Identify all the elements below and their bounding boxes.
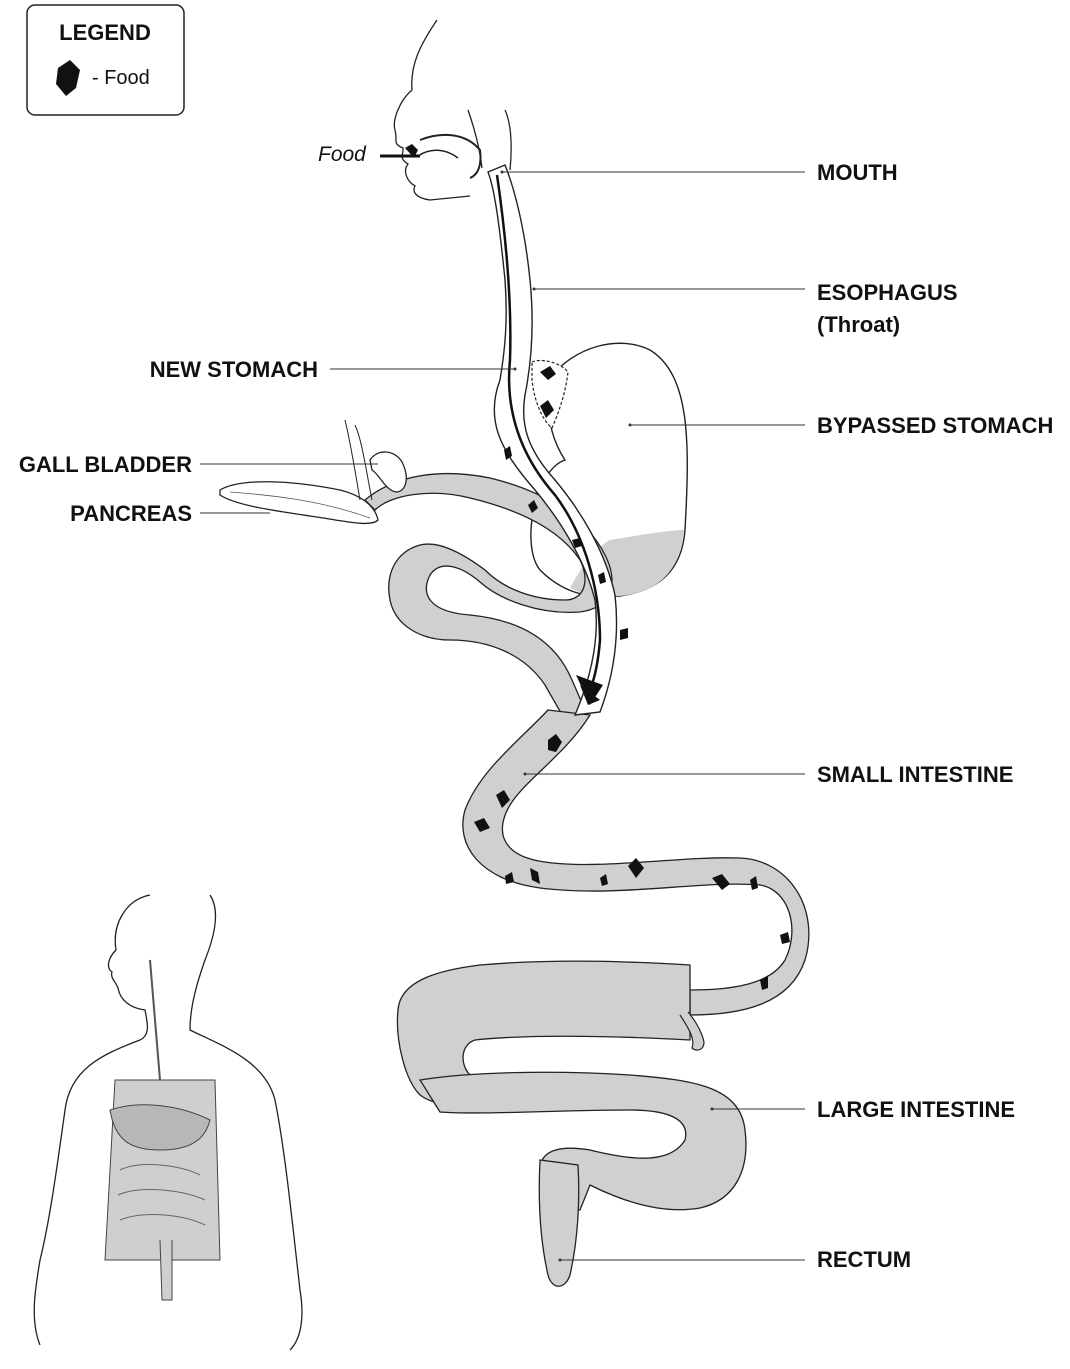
label-esophagus-sub: (Throat) [817,312,900,337]
label-esophagus: ESOPHAGUS [817,280,958,305]
label-new-stomach: NEW STOMACH [150,357,318,382]
label-pancreas: PANCREAS [70,501,192,526]
label-bypassed-stomach: BYPASSED STOMACH [817,413,1053,438]
label-gall-bladder: GALL BLADDER [19,452,192,477]
gall-bladder [345,420,406,500]
rectum-shape [539,1160,578,1286]
legend-title: LEGEND [59,20,151,45]
food-entry-label: Food [318,143,367,166]
legend-box: LEGEND - Food [27,5,184,115]
label-mouth: MOUTH [817,160,898,185]
label-small-intestine: SMALL INTESTINE [817,762,1013,787]
label-large-intestine: LARGE INTESTINE [817,1097,1015,1122]
pancreas [220,482,378,524]
legend-item-food: - Food [92,67,150,89]
body-thumbnail [34,895,302,1350]
head-profile: Food [318,20,511,200]
label-rectum: RECTUM [817,1247,911,1272]
